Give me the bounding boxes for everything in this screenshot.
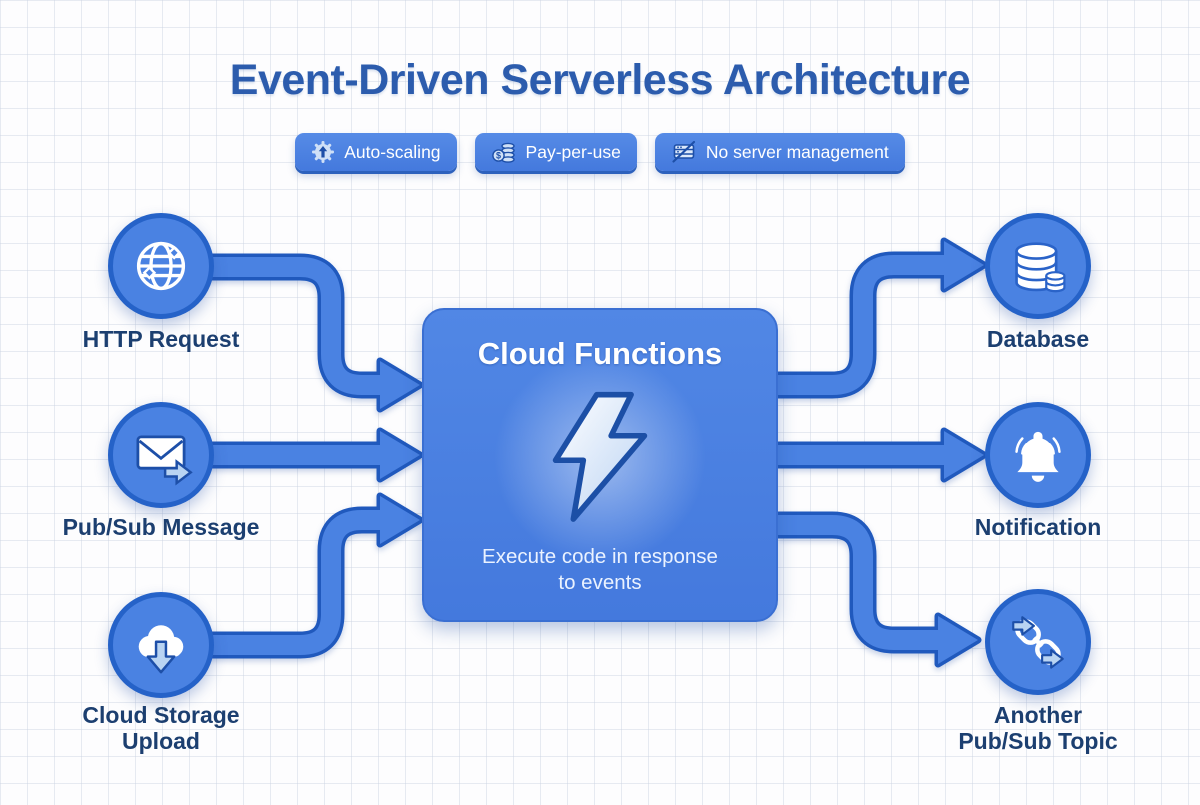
label-another-pubsub-topic: Another Pub/Sub Topic <box>958 702 1118 755</box>
database-icon <box>1015 242 1066 293</box>
label-database: Database <box>986 326 1090 352</box>
badge-no-server-management: No server management <box>654 133 905 171</box>
badge-pay-per-use: $ Pay-per-use <box>474 133 637 171</box>
badge-label: Auto-scaling <box>344 141 441 162</box>
label-notification: Notification <box>974 514 1102 540</box>
badge-label: Pay-per-use <box>525 141 621 162</box>
gear-up-arrow-icon <box>312 141 335 163</box>
node-another-pubsub-topic <box>985 589 1091 695</box>
node-cloud-storage-upload <box>108 592 214 698</box>
cloud-functions-box: Cloud Functions Execute code in response… <box>422 308 778 622</box>
coins-dollar-icon: $ <box>491 142 515 163</box>
label-cloud-storage-upload: Cloud Storage Upload <box>82 702 240 755</box>
envelope-arrow-icon <box>136 435 193 486</box>
badge-row: Auto-scaling $ Pay-per-use <box>0 133 1200 171</box>
chain-link-icon <box>1012 616 1064 669</box>
page-title: Event-Driven Serverless Architecture <box>229 56 971 104</box>
node-database <box>985 213 1091 319</box>
label-pubsub-message: Pub/Sub Message <box>62 514 260 540</box>
node-pubsub-message <box>108 402 214 508</box>
cloud-upload-icon <box>138 625 184 674</box>
bolt-wrap <box>485 342 715 573</box>
cloud-functions-description: Execute code in response to events <box>482 544 718 594</box>
svg-text:$: $ <box>496 151 501 161</box>
lightning-bolt-icon <box>552 391 648 522</box>
server-slash-icon <box>672 140 695 163</box>
cloud-functions-title: Cloud Functions <box>477 336 723 371</box>
badge-auto-scaling: Auto-scaling <box>295 133 457 171</box>
bell-icon <box>1015 431 1061 482</box>
node-http-request <box>108 213 214 319</box>
label-http-request: HTTP Request <box>82 326 240 352</box>
node-notification <box>985 402 1091 508</box>
globe-icon <box>136 241 186 291</box>
badge-label: No server management <box>705 141 889 162</box>
